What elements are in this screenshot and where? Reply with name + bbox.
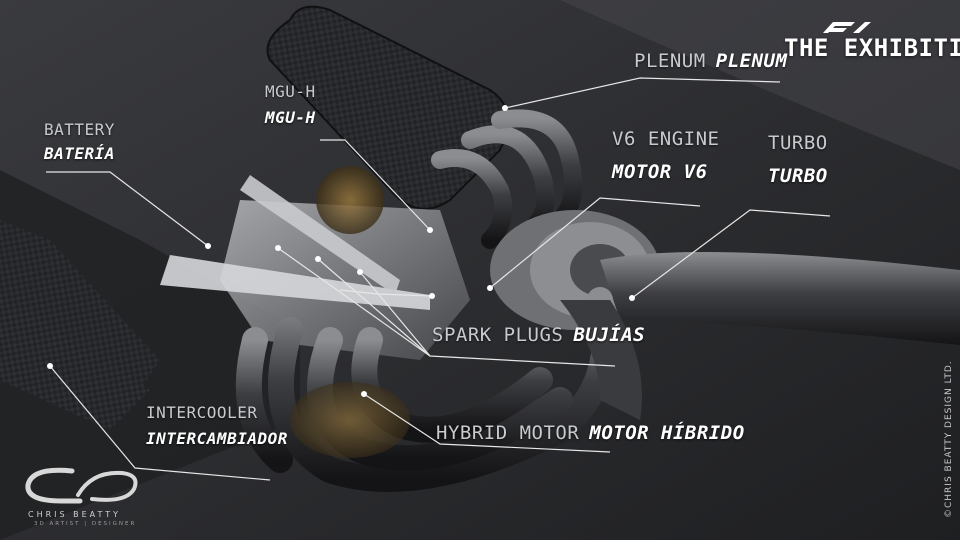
label-v6-engine: V6 ENGINE MOTOR V6 xyxy=(612,130,719,182)
label-battery: BATTERY BATERÍA xyxy=(44,122,115,162)
label-hybrid-motor-en: HYBRID MOTOR xyxy=(436,422,580,444)
label-spark-plugs-es: BUJÍAS xyxy=(573,324,646,346)
label-v6-engine-en: V6 ENGINE xyxy=(612,128,720,150)
label-plenum-en: PLENUM xyxy=(634,50,706,72)
brand-subtitle: 3D ARTIST | DESIGNER xyxy=(34,521,137,527)
label-v6-engine-es: MOTOR V6 xyxy=(612,161,708,183)
leader-dots xyxy=(47,105,635,397)
label-intercooler-es: INTERCAMBIADOR xyxy=(146,429,288,448)
label-hybrid-motor-es: MOTOR HÍBRIDO xyxy=(589,422,745,444)
exhibition-title: THE EXHIBITION xyxy=(784,34,960,62)
copyright-text: ©CHRIS BEATTY DESIGN LTD. xyxy=(944,360,954,518)
label-plenum: PLENUM PLENUM xyxy=(634,52,787,71)
label-hybrid-motor: HYBRID MOTOR MOTOR HÍBRIDO xyxy=(436,424,745,443)
label-turbo: TURBO TURBO xyxy=(768,134,828,186)
label-spark-plugs: SPARK PLUGS BUJÍAS xyxy=(432,326,645,345)
label-spark-plugs-en: SPARK PLUGS xyxy=(432,324,564,346)
label-intercooler-en: INTERCOOLER xyxy=(146,403,258,422)
label-plenum-es: PLENUM xyxy=(715,50,788,72)
label-battery-es: BATERÍA xyxy=(44,144,115,163)
label-mguh-en: MGU-H xyxy=(265,82,316,101)
label-turbo-en: TURBO xyxy=(768,132,828,154)
label-turbo-es: TURBO xyxy=(768,165,828,187)
brand-name: CHRIS BEATTY xyxy=(28,510,122,519)
label-mguh: MGU-H MGU-H xyxy=(265,84,316,126)
label-battery-en: BATTERY xyxy=(44,120,115,139)
f1-logo-icon xyxy=(823,22,871,33)
label-intercooler: INTERCOOLER INTERCAMBIADOR xyxy=(146,405,288,447)
label-mguh-es: MGU-H xyxy=(265,108,316,127)
leader-lines xyxy=(46,77,831,481)
cb-monogram-icon xyxy=(25,467,138,504)
